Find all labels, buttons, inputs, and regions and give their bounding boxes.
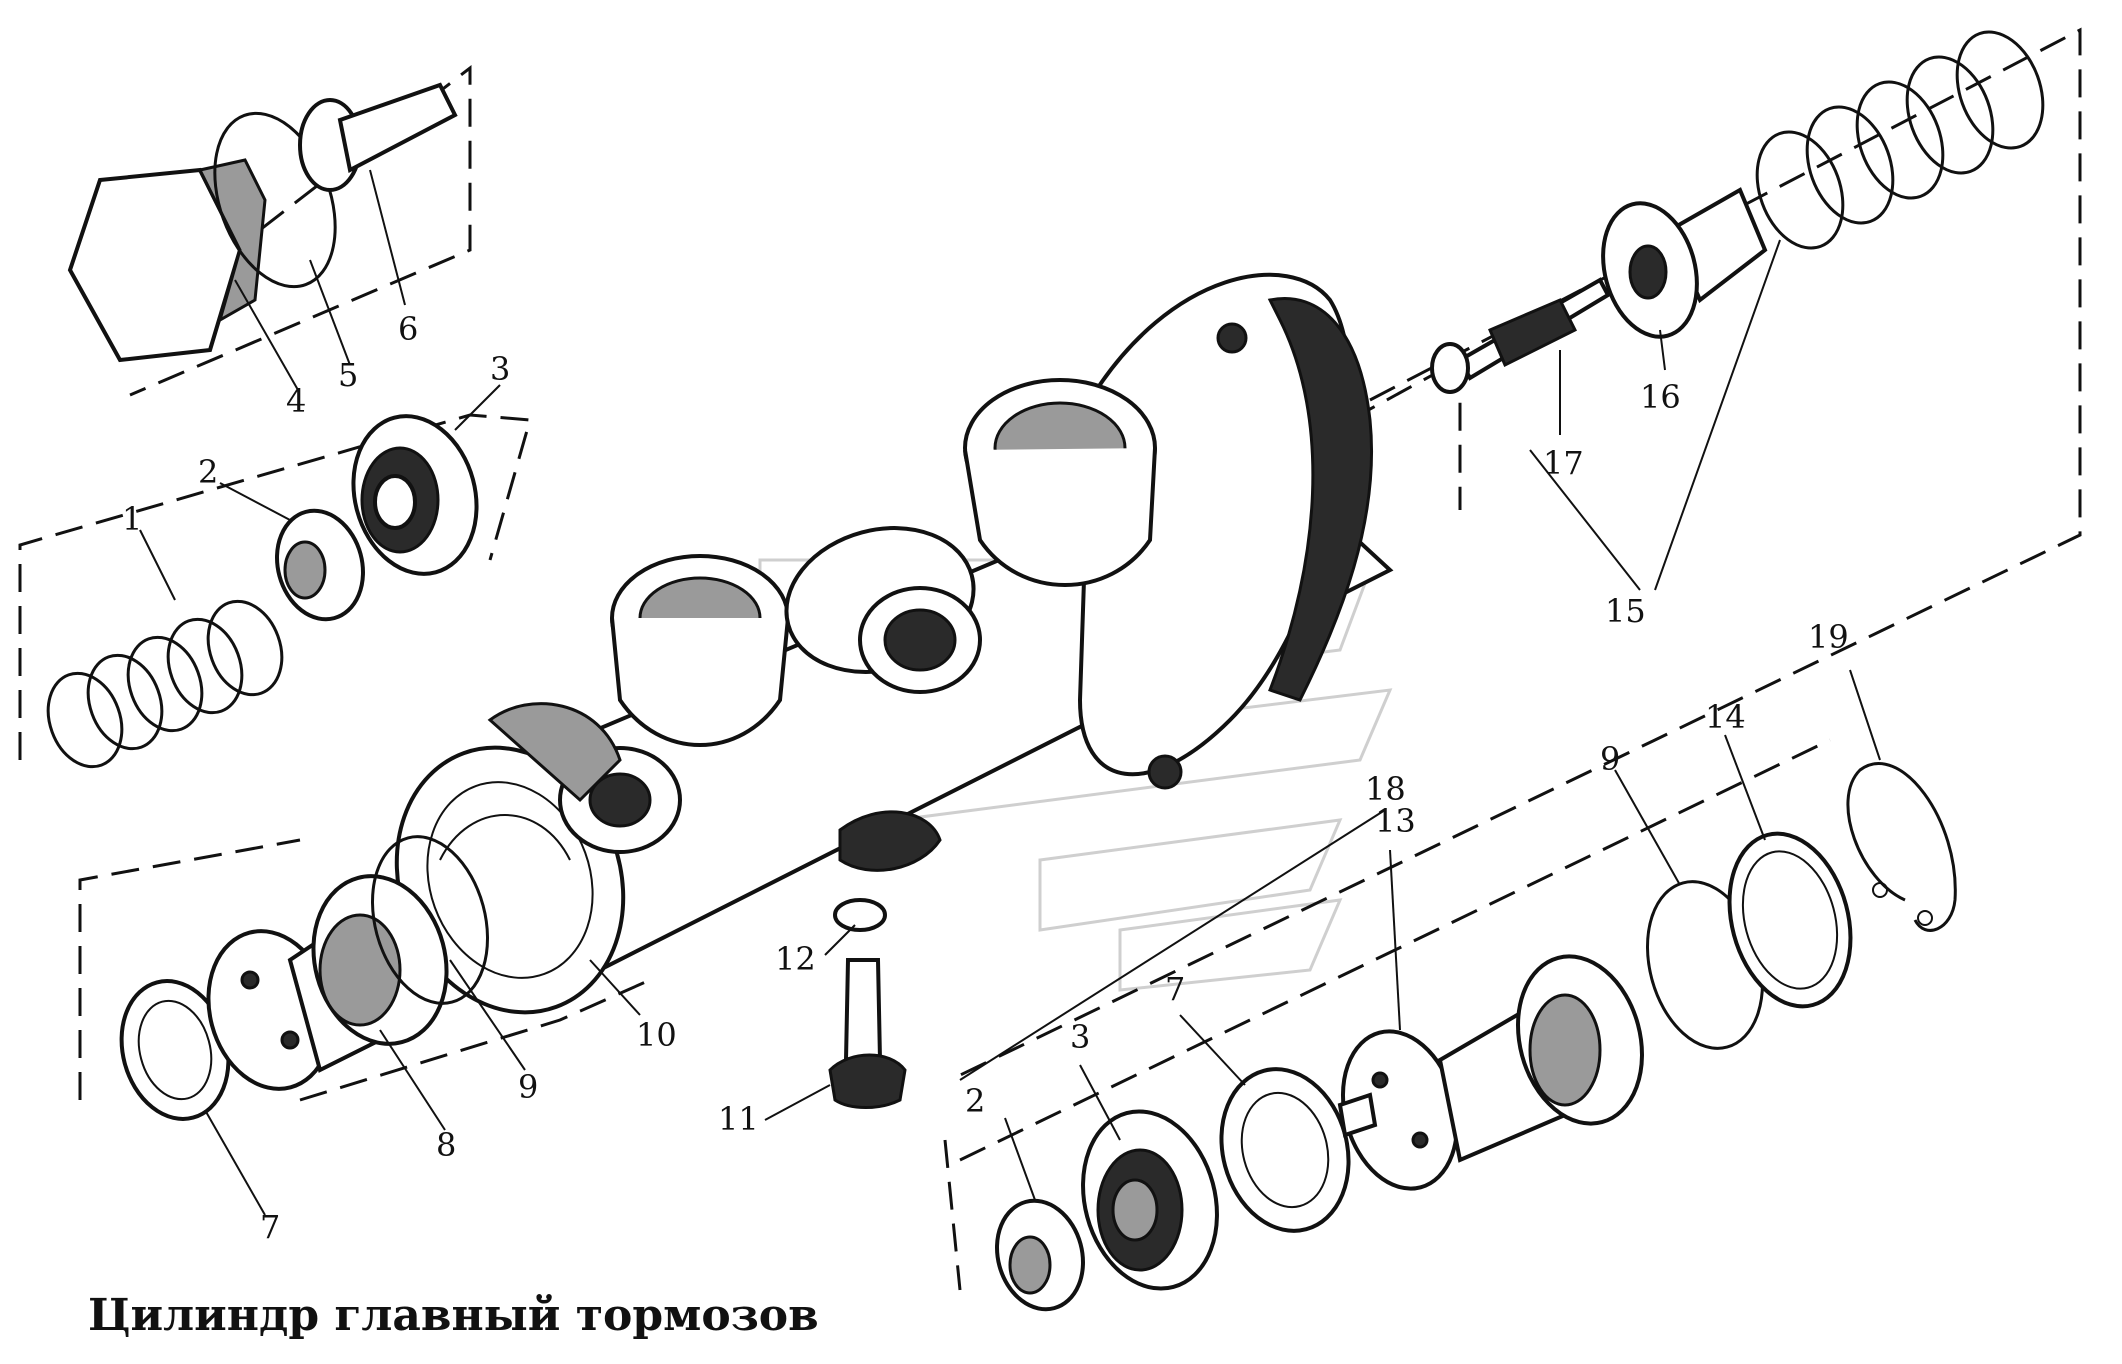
label-2-lower: 2	[965, 1082, 985, 1120]
part-4-plug	[67, 158, 267, 363]
label-16: 16	[1640, 378, 1681, 416]
label-6: 6	[398, 310, 418, 348]
part-1-spring	[46, 599, 284, 769]
part-9-oring-left	[370, 835, 490, 1005]
cylinder-body	[394, 272, 1394, 1015]
label-8: 8	[436, 1126, 456, 1164]
part-labels: 1 2 3 4 5 6 7 8 9 10 11 12 2 3 7 13 9 14…	[122, 310, 1849, 1246]
leader-lines	[139, 169, 1881, 1216]
part-8-piston	[206, 874, 449, 1091]
label-2-upper: 2	[198, 453, 218, 491]
label-7-left: 7	[260, 1208, 280, 1246]
label-1: 1	[122, 500, 142, 538]
part-17-stem	[1430, 277, 1611, 394]
part-6-pin	[298, 82, 458, 192]
part-14-washer	[1727, 831, 1853, 1009]
part-16-valve	[1601, 187, 1768, 339]
label-10: 10	[636, 1016, 677, 1054]
label-12: 12	[775, 940, 816, 978]
diagram-title: Цилиндр главный тормозов	[88, 1290, 819, 1341]
label-9-left: 9	[518, 1068, 538, 1106]
part-12-washer	[833, 898, 887, 932]
label-17: 17	[1543, 444, 1584, 482]
label-3-upper: 3	[490, 350, 510, 388]
label-13: 13	[1375, 802, 1416, 840]
label-4: 4	[286, 382, 306, 420]
label-3-lower: 3	[1070, 1018, 1090, 1056]
label-18: 18	[1365, 770, 1406, 808]
label-15: 15	[1605, 592, 1646, 630]
part-3-piston-lower	[1081, 1109, 1219, 1291]
part-13-piston-long	[1337, 954, 1644, 1191]
part-15-spring	[1755, 30, 2045, 250]
label-5: 5	[338, 356, 358, 394]
label-7-right: 7	[1165, 970, 1185, 1008]
label-14: 14	[1705, 698, 1746, 736]
part-19-retaining-ring	[1846, 762, 1957, 932]
label-11: 11	[718, 1100, 759, 1138]
part-2-cup-upper	[275, 508, 365, 622]
label-19: 19	[1808, 618, 1849, 656]
part-2-cup-lower	[995, 1198, 1085, 1312]
part-11-bolt	[828, 958, 907, 1109]
label-9-right: 9	[1600, 740, 1620, 778]
part-3-piston-upper	[351, 414, 479, 576]
